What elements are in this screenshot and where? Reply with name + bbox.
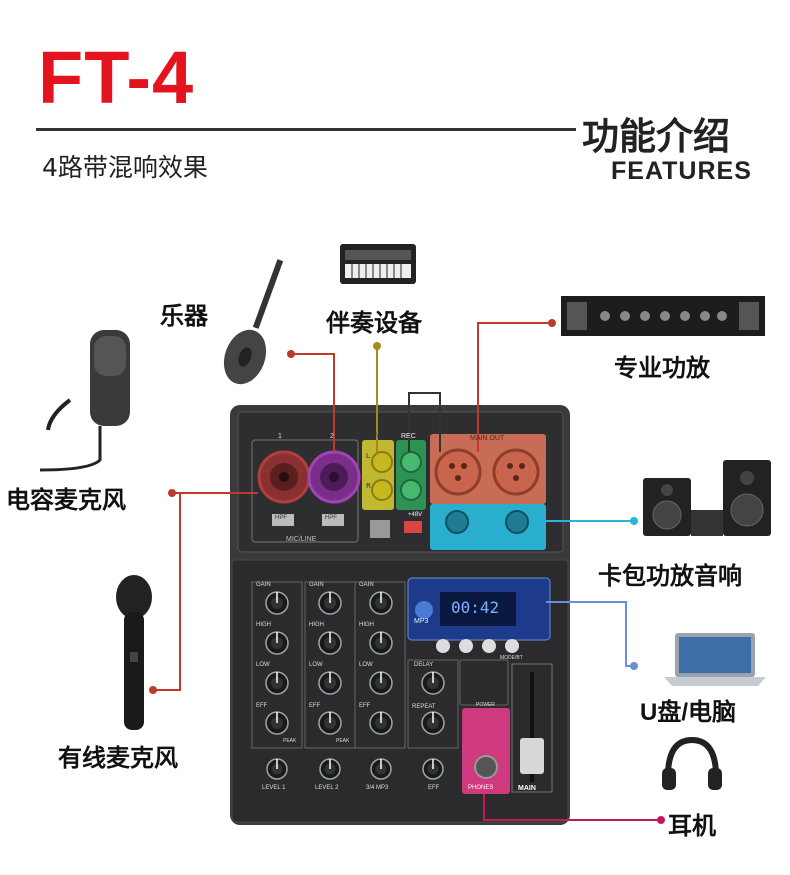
main-fader[interactable] [520,738,544,774]
features-heading-cn: 功能介绍 [582,115,730,158]
low-knob-3[interactable] [369,671,393,695]
phones-level-knob[interactable] [474,755,498,779]
eff-knob-1[interactable] [265,711,289,735]
low-label-34: LOW [359,662,373,668]
prev-button[interactable] [459,639,473,653]
high-knob-2[interactable] [318,631,342,655]
headphones-label: 耳机 [668,812,716,840]
ch1-label: 1 [278,433,282,440]
input-switch[interactable] [370,520,390,538]
delay-label: DELAY [414,662,434,668]
gain-label-1: GAIN [256,582,271,588]
keyboard-icon [340,244,416,284]
high-label-1: HIGH [256,622,271,628]
instrument-label: 乐器 [160,302,208,330]
level-knob-3[interactable] [370,758,392,780]
low-label-1: LOW [256,662,270,668]
hpf-label-1: HPF [275,515,287,521]
gain-label-2: GAIN [309,582,324,588]
eff-master-knob[interactable] [422,758,444,780]
rec-rca-right[interactable] [400,479,422,501]
ch2-label: 2 [330,433,334,440]
eff-label-1: EFF [256,703,268,709]
gain-knob-1[interactable] [265,591,289,615]
gain-knob-2[interactable] [318,591,342,615]
next-button[interactable] [482,639,496,653]
eff-knob-2[interactable] [318,711,342,735]
rec-rca-left[interactable] [400,451,422,473]
high-knob-3[interactable] [369,631,393,655]
amplifier-label: 专业功放 [614,354,710,382]
mixer-device [230,405,570,825]
level-knob-1[interactable] [266,758,288,780]
karaoke-speaker-label: 卡包功放音响 [598,562,742,590]
peak-label-2: PEAK [336,738,350,744]
hpf-button-2[interactable] [322,514,344,526]
eff-knob-3[interactable] [369,711,393,735]
repeat-knob[interactable] [421,711,445,735]
ch34-label: 3/4 [371,433,381,440]
condenser-mic-icon [39,330,130,472]
rca-l-label: L [366,452,370,460]
phantom-label: +48V [408,512,423,518]
level-knob-2[interactable] [319,758,341,780]
high-label-2: HIGH [309,622,324,628]
subtitle: 4路带混响效果 [42,153,208,182]
low-label-2: LOW [309,662,323,668]
main-label: MAIN [518,785,536,792]
eff-bottom-label: EFF [428,785,440,791]
high-label-34: HIGH [359,622,374,628]
model-title: FT-4 [38,36,195,119]
power-label: POWER [476,702,495,708]
delay-knob[interactable] [421,671,445,695]
ch34-rca-left[interactable] [371,451,393,473]
hpf-label-2: HPF [325,515,337,521]
repeat-label: REPEAT [412,704,436,710]
condenser-mic-label: 电容麦克风 [6,486,126,514]
usb-pc-label: U盘/电脑 [640,699,736,726]
mp3-label: MP3 [414,618,429,625]
peak-label-1: PEAK [283,738,297,744]
ch34-rca-right[interactable] [371,479,393,501]
phones-label: PHONES [468,785,494,791]
phantom-power-button[interactable] [404,521,422,533]
mp3-display: 00:42 [451,598,500,617]
main-out-right[interactable] [492,448,540,496]
features-heading-en: FEATURES [611,157,752,185]
wired-mic-label: 有线麦克风 [58,744,178,772]
rec-label: REC [401,433,416,440]
laptop-icon [664,633,766,686]
mode-bt-label: MODE/BT [500,655,523,661]
headphones-icon [662,736,722,790]
guitar-icon [223,259,284,385]
high-knob-1[interactable] [265,631,289,655]
mic-line-label: MIC/LINE [286,536,317,543]
wired-mic-icon [116,575,152,730]
amplifier-icon [561,296,765,336]
low-knob-1[interactable] [265,671,289,695]
level2-label: LEVEL 2 [315,785,339,791]
hpf-button-1[interactable] [272,514,294,526]
speaker-out-right[interactable] [505,510,529,534]
main-out-left[interactable] [434,448,482,496]
header-divider [36,128,576,131]
speakers-icon [643,460,771,536]
low-knob-2[interactable] [318,671,342,695]
eff-label-34: EFF [359,703,371,709]
rca-r-label: R [366,482,371,490]
accompaniment-label: 伴奏设备 [326,309,422,337]
level34-label: 3/4 MP3 [366,785,389,791]
gain-knob-3[interactable] [369,591,393,615]
eff-label-2: EFF [309,703,321,709]
speaker-out-left[interactable] [445,510,469,534]
gain-label-34: GAIN [359,582,374,588]
mode-bt-button[interactable] [505,639,519,653]
play-pause-button[interactable] [436,639,450,653]
level1-label: LEVEL 1 [262,785,286,791]
main-out-label: MAIN OUT [470,435,505,442]
